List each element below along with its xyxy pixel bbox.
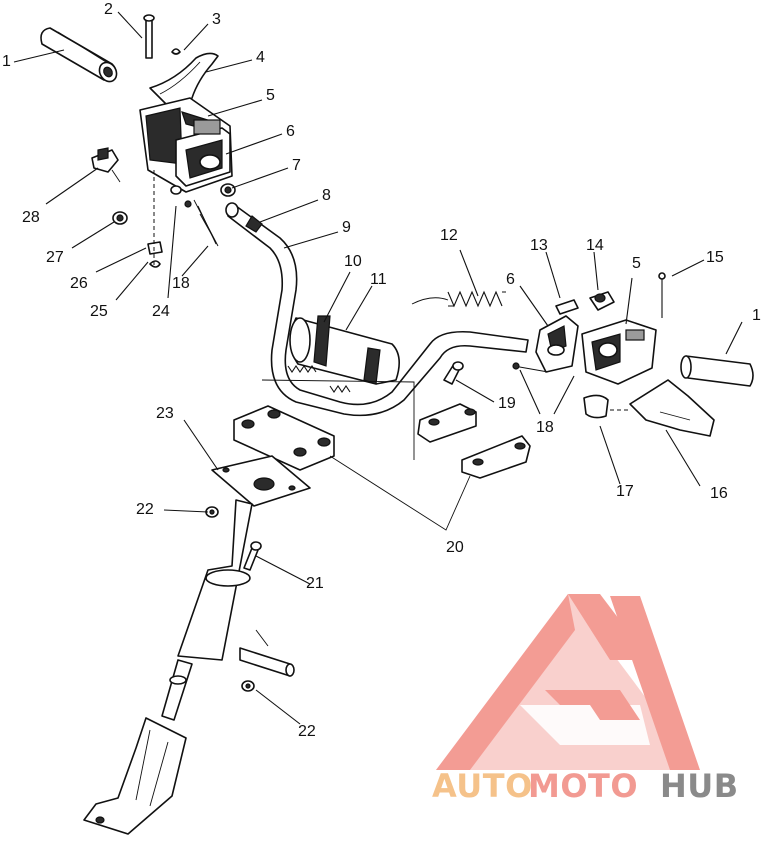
handlebar-pad [289, 315, 400, 385]
callout-11: 11 [370, 271, 387, 288]
clip-13 [555, 299, 579, 315]
steering-plate [211, 455, 311, 507]
callout-24: 24 [152, 303, 170, 320]
callout-23: 23 [156, 405, 174, 422]
cap-14 [589, 291, 615, 311]
bolt-19 [443, 361, 464, 385]
callout-12: 12 [440, 227, 458, 244]
watermark-moto: MOTO [528, 767, 638, 805]
callout-18-right: 18 [536, 419, 554, 436]
screw-24 [170, 185, 192, 208]
right-grip [680, 355, 754, 387]
callout-27: 27 [46, 249, 64, 266]
right-control-housing [581, 319, 657, 385]
watermark-logo [436, 594, 700, 770]
callout-28: 28 [22, 209, 40, 226]
upper-clamp-left [233, 405, 335, 471]
upper-clamp-right [417, 403, 531, 479]
callout-3: 3 [212, 11, 221, 28]
watermark-wordmark: AUTO MOTO HUB [432, 767, 739, 805]
callout-1-right: 1 [752, 307, 761, 324]
callout-26: 26 [70, 275, 88, 292]
callout-9: 9 [342, 219, 351, 236]
springs [287, 365, 351, 393]
bushing [239, 647, 295, 677]
watermark-auto: AUTO [432, 767, 533, 805]
callout-6-right: 6 [506, 271, 515, 288]
callout-8: 8 [322, 187, 331, 204]
callout-22-lower: 22 [298, 723, 316, 740]
callout-5-left: 5 [266, 87, 275, 104]
callout-19: 19 [498, 395, 516, 412]
callout-18-left: 18 [172, 275, 190, 292]
callout-4: 4 [256, 49, 265, 66]
callout-5-right: 5 [632, 255, 641, 272]
throttle-spring [411, 290, 506, 308]
callout-17: 17 [616, 483, 634, 500]
steering-arm [83, 717, 187, 835]
callout-22-upper: 22 [136, 501, 154, 518]
pin-15 [658, 272, 666, 318]
callout-10: 10 [344, 253, 362, 270]
throttle-lever [629, 379, 715, 437]
callout-13: 13 [530, 237, 548, 254]
steering-post [161, 499, 253, 721]
handlebar [225, 202, 529, 417]
brake-lever [149, 52, 219, 111]
end-fitting [220, 183, 236, 197]
left-control-housing [139, 97, 233, 193]
watermark-hub: HUB [660, 767, 739, 805]
callout-6-left: 6 [286, 123, 295, 140]
bolt-21 [243, 541, 262, 571]
clip-17 [583, 394, 609, 419]
pin [143, 14, 155, 59]
callout-7: 7 [292, 157, 301, 174]
callout-16: 16 [710, 485, 728, 502]
callout-25: 25 [90, 303, 108, 320]
callout-2: 2 [104, 1, 113, 18]
callout-14: 14 [586, 237, 604, 254]
callout-20: 20 [446, 539, 464, 556]
callout-labels: 1 2 3 4 5 6 7 8 9 10 11 12 13 14 15 1 6 … [2, 1, 761, 740]
washer-26 [147, 241, 163, 255]
nut-22-lower [241, 680, 255, 692]
callout-21: 21 [306, 575, 324, 592]
clip [171, 48, 181, 55]
callout-15: 15 [706, 249, 724, 266]
left-grip [40, 27, 118, 83]
callout-1-left: 1 [2, 53, 11, 70]
leader-lines [13, 11, 743, 725]
switch-28 [91, 147, 121, 183]
clip-25 [149, 260, 161, 268]
nut-27 [112, 211, 128, 225]
right-bracket [535, 315, 579, 373]
